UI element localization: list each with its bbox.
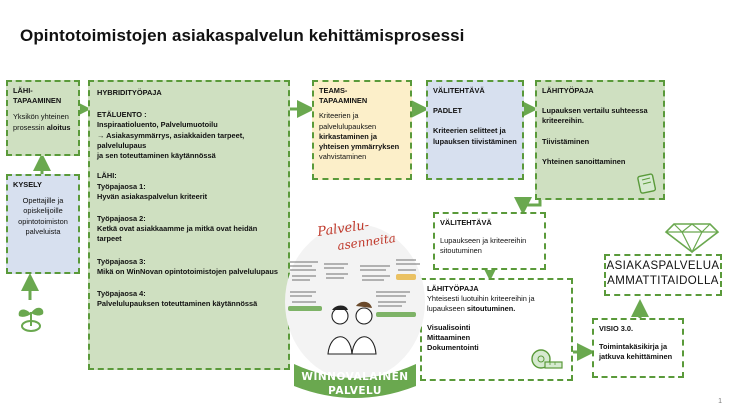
sprout-icon — [18, 307, 44, 332]
tp1-title: Työpajaosa 1: — [97, 181, 146, 191]
lahityopaja2-line-5: Dokumentointi — [427, 343, 479, 353]
lahityopaja2-line-2a: lupaukseen — [427, 304, 467, 314]
lahitapaaminen-box: LÄHI- TAPAAMINEN Yksikön yhteinen proses… — [6, 80, 80, 156]
valitehtava-line-2: lupauksen tiivistäminen — [433, 136, 517, 146]
arrow-lahityopaja-to-vali2 — [514, 197, 542, 215]
padlet-subheading: PADLET — [433, 106, 463, 116]
lahityopaja2-box: LÄHITYÖPAJA Yhteisesti luotuihin kriteer… — [420, 278, 573, 381]
lahi-heading: LÄHI: — [97, 171, 117, 181]
page-number: 1 — [718, 398, 722, 405]
graphic-recording-illustration: Palvelu- asenneita WINNOVALAINEN PALVELU — [285, 218, 425, 398]
kysely-line-4: palveluista — [25, 226, 61, 236]
visio-box: VISIO 3.0. Toimintakäsikirja ja jatkuva … — [592, 318, 684, 378]
lahitapaaminen-text-bold: aloitus — [46, 122, 71, 132]
lahitapaaminen-text-2: prosessin — [13, 122, 47, 132]
teams-line-3: kirkastaminen ja — [319, 131, 377, 141]
tp1-text: Hyvän asiakaspalvelun kriteerit — [97, 191, 208, 201]
etaluento-line-2: → Asiakasymmärrys, asiakkaiden tarpeet, … — [97, 130, 245, 150]
lahityopaja-heading: LÄHITYÖPAJA — [542, 86, 594, 95]
teams-line-2: palvelulupauksen — [319, 121, 377, 131]
teams-line-5: vahvistaminen — [319, 152, 367, 162]
etaluento-line-3: ja sen toteuttaminen käytännössä — [97, 151, 216, 161]
lahityopaja2-heading: LÄHITYÖPAJA — [427, 284, 479, 293]
tp4-text: Palvelulupauksen toteuttaminen käytännös… — [97, 299, 258, 309]
tp2-text: Ketkä ovat asiakkaamme ja mitkä ovat hei… — [97, 224, 258, 244]
goal-line-2: AMMATTITAIDOLLA — [607, 274, 719, 287]
valitehtava-padlet-box: VÄLITEHTÄVÄ PADLET Kriteerien selitteet … — [426, 80, 524, 180]
kysely-line-2: opiskelijoille — [23, 206, 63, 216]
sketch-banner-2: PALVELU — [328, 385, 382, 397]
kysely-heading: KYSELY — [13, 180, 42, 189]
lahityopaja-line-2: kriteereihin. — [542, 116, 584, 126]
kysely-line-1: Opettajille ja — [22, 196, 64, 206]
lahityopaja-box: LÄHITYÖPAJA Lupauksen vertailu suhteessa… — [535, 80, 665, 200]
valitehtava-line-1: Kriteerien selitteet ja — [433, 126, 506, 136]
lahitapaaminen-text-1: Yksikön yhteinen — [13, 112, 69, 122]
tp2-title: Työpajaosa 2: — [97, 213, 146, 223]
etaluento-line-1: Inspiraatioluento, Palvelumuotoilu — [97, 120, 218, 130]
lahityopaja2-line-2b: sitoutuminen. — [466, 304, 516, 314]
lahityopaja2-line-3: Visualisointi — [427, 322, 471, 332]
page-title: Opintotoimistojen asiakaspalvelun kehitt… — [20, 26, 465, 45]
hybridi-heading: HYBRIDITYÖPAJA — [97, 88, 162, 97]
lahityopaja-line-3: Tiivistäminen — [542, 136, 590, 146]
valitehtava2-line-1: Lupaukseen ja kriteereihin — [440, 236, 527, 246]
lahitapaaminen-heading-2: TAPAAMINEN — [13, 96, 62, 106]
teams-heading-2: TAPAAMINEN — [319, 96, 368, 106]
teams-line-1: Kriteerien ja — [319, 111, 359, 121]
tp3-text: Mikä on WinNovan opintotoimistojen palve… — [97, 266, 279, 276]
sketch-banner-1: WINNOVALAINEN — [301, 371, 408, 383]
lahityopaja-line-1: Lupauksen vertailu suhteessa — [542, 106, 648, 116]
visio-line-1: Toimintakäsikirja ja — [599, 342, 668, 352]
diamond-icon — [664, 223, 720, 254]
teams-line-4: yhteisen ymmärryksen — [319, 142, 400, 152]
visio-line-2: jatkuva kehittäminen — [599, 352, 673, 362]
document-icon — [637, 173, 657, 194]
hybridi-box: HYBRIDITYÖPAJA ETÄLUENTO : Inspiraatiolu… — [88, 80, 290, 370]
teams-heading-1: TEAMS- — [319, 86, 348, 95]
sketch-title-1: Palvelu- — [315, 218, 370, 240]
kysely-box: KYSELY Opettajille ja opiskelijoille opi… — [6, 174, 80, 274]
lahitapaaminen-heading-1: LÄHI- — [13, 86, 33, 95]
tp4-title: Työpajaosa 4: — [97, 289, 146, 299]
lahityopaja-line-4: Yhteinen sanoittaminen — [542, 156, 626, 166]
measuring-tape-icon — [531, 349, 563, 369]
goal-line-1: ASIAKASPALVELUA — [606, 260, 720, 272]
valitehtava2-box: VÄLITEHTÄVÄ Lupaukseen ja kriteereihin s… — [433, 212, 546, 270]
valitehtava2-heading: VÄLITEHTÄVÄ — [440, 218, 492, 227]
valitehtava-heading: VÄLITEHTÄVÄ — [433, 86, 485, 95]
visio-heading: VISIO 3.0. — [599, 324, 634, 333]
teams-box: TEAMS- TAPAAMINEN Kriteerien ja palvelul… — [312, 80, 412, 180]
tp3-title: Työpajaosa 3: — [97, 256, 146, 266]
kysely-line-3: opintotoimiston — [18, 216, 68, 226]
lahityopaja2-line-1: Yhteisesti luotuihin kriteereihin ja — [427, 294, 535, 304]
lahityopaja2-line-4: Mittaaminen — [427, 332, 471, 342]
valitehtava2-line-2: sitoutuminen — [440, 246, 482, 256]
goal-statement: ASIAKASPALVELUA AMMATTITAIDOLLA — [604, 254, 722, 296]
etaluento-heading: ETÄLUENTO : — [97, 110, 147, 120]
